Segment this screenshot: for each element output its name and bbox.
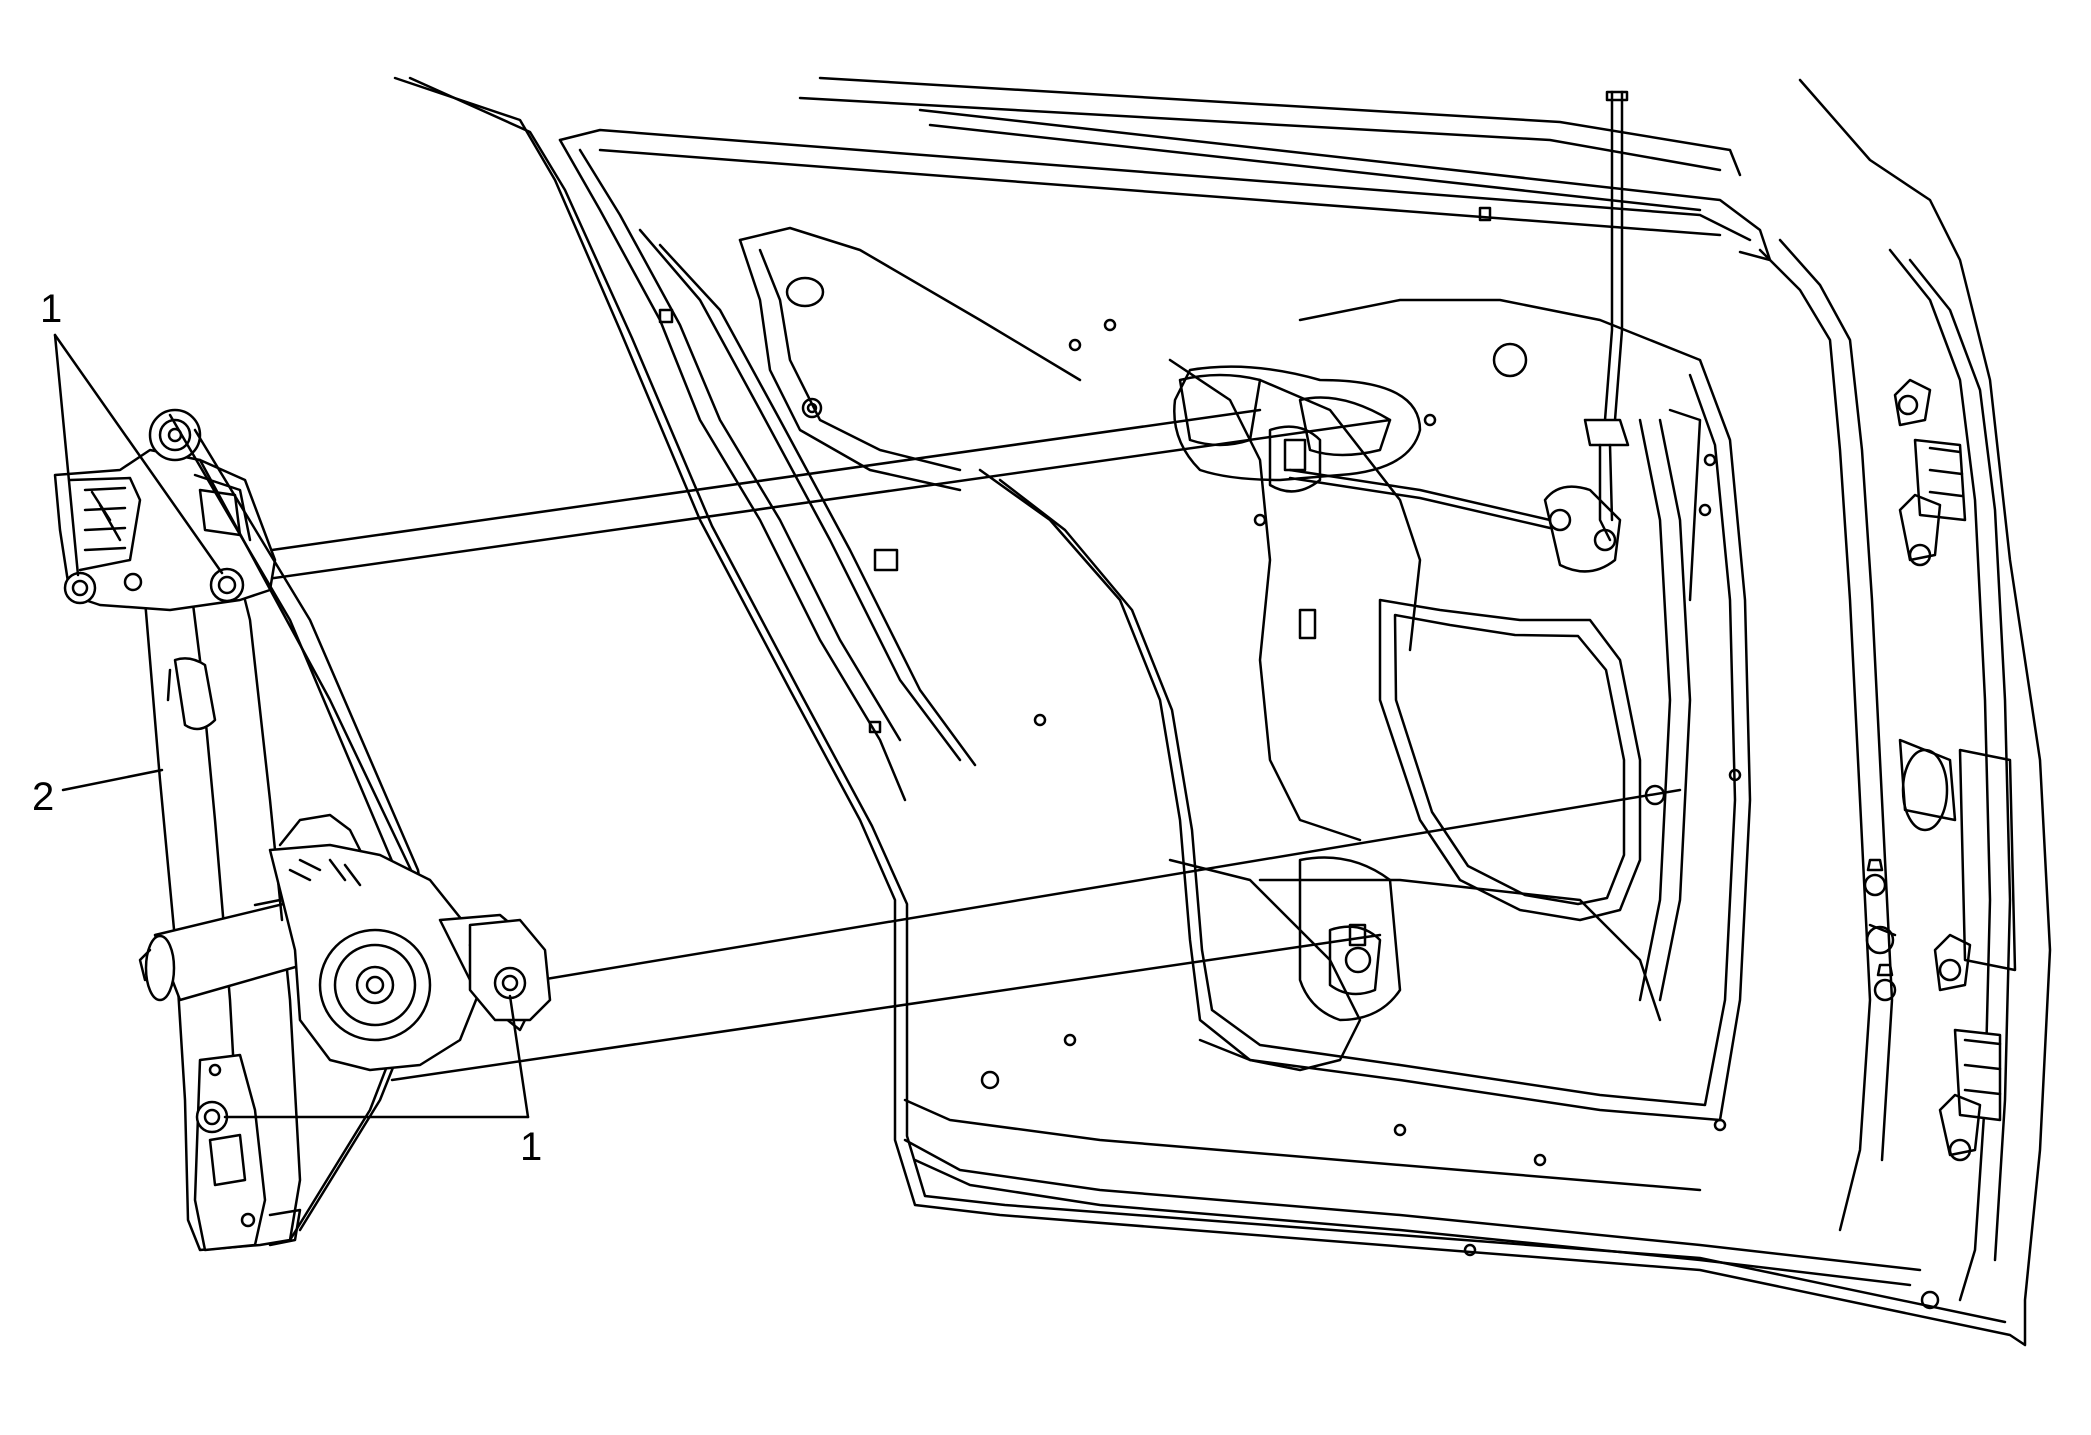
leader-line-1-top-rear [53, 333, 80, 577]
callout-1-top: 1 [40, 287, 224, 577]
callout-label-1-bottom: 1 [520, 1125, 542, 1169]
lower-fastener-rear [195, 1100, 229, 1134]
upper-front-alignment-line [223, 418, 1392, 587]
callout-label-2: 2 [32, 775, 54, 819]
wire-clips [1863, 858, 1897, 1002]
upper-bracket [1173, 365, 1422, 493]
upper-fastener-rear [63, 571, 97, 605]
upper-hinge [1893, 378, 1967, 567]
callout-label-1-top: 1 [40, 287, 62, 331]
upper-rear-alignment-line [270, 408, 1262, 552]
leader-line-2 [61, 768, 164, 792]
lower-bracket [1298, 784, 1666, 1022]
latch-rod [1288, 90, 1630, 573]
window-regulator-assembly [53, 408, 552, 1252]
alignment-lines [203, 408, 1682, 1117]
lower-front-alignment-line [508, 788, 1682, 987]
callout-2: 2 [32, 768, 164, 819]
leader-line-1-top-front [53, 333, 224, 575]
callout-1-bottom: 1 [223, 994, 542, 1169]
leader-line-1-bottom-front [508, 994, 530, 1119]
lower-rear-alignment-line [390, 933, 1382, 1082]
door-inner-panel [393, 76, 2052, 1347]
upper-fastener-front [209, 567, 245, 603]
lower-hinge [1933, 933, 2002, 1162]
lower-fastener-front [493, 966, 527, 1000]
